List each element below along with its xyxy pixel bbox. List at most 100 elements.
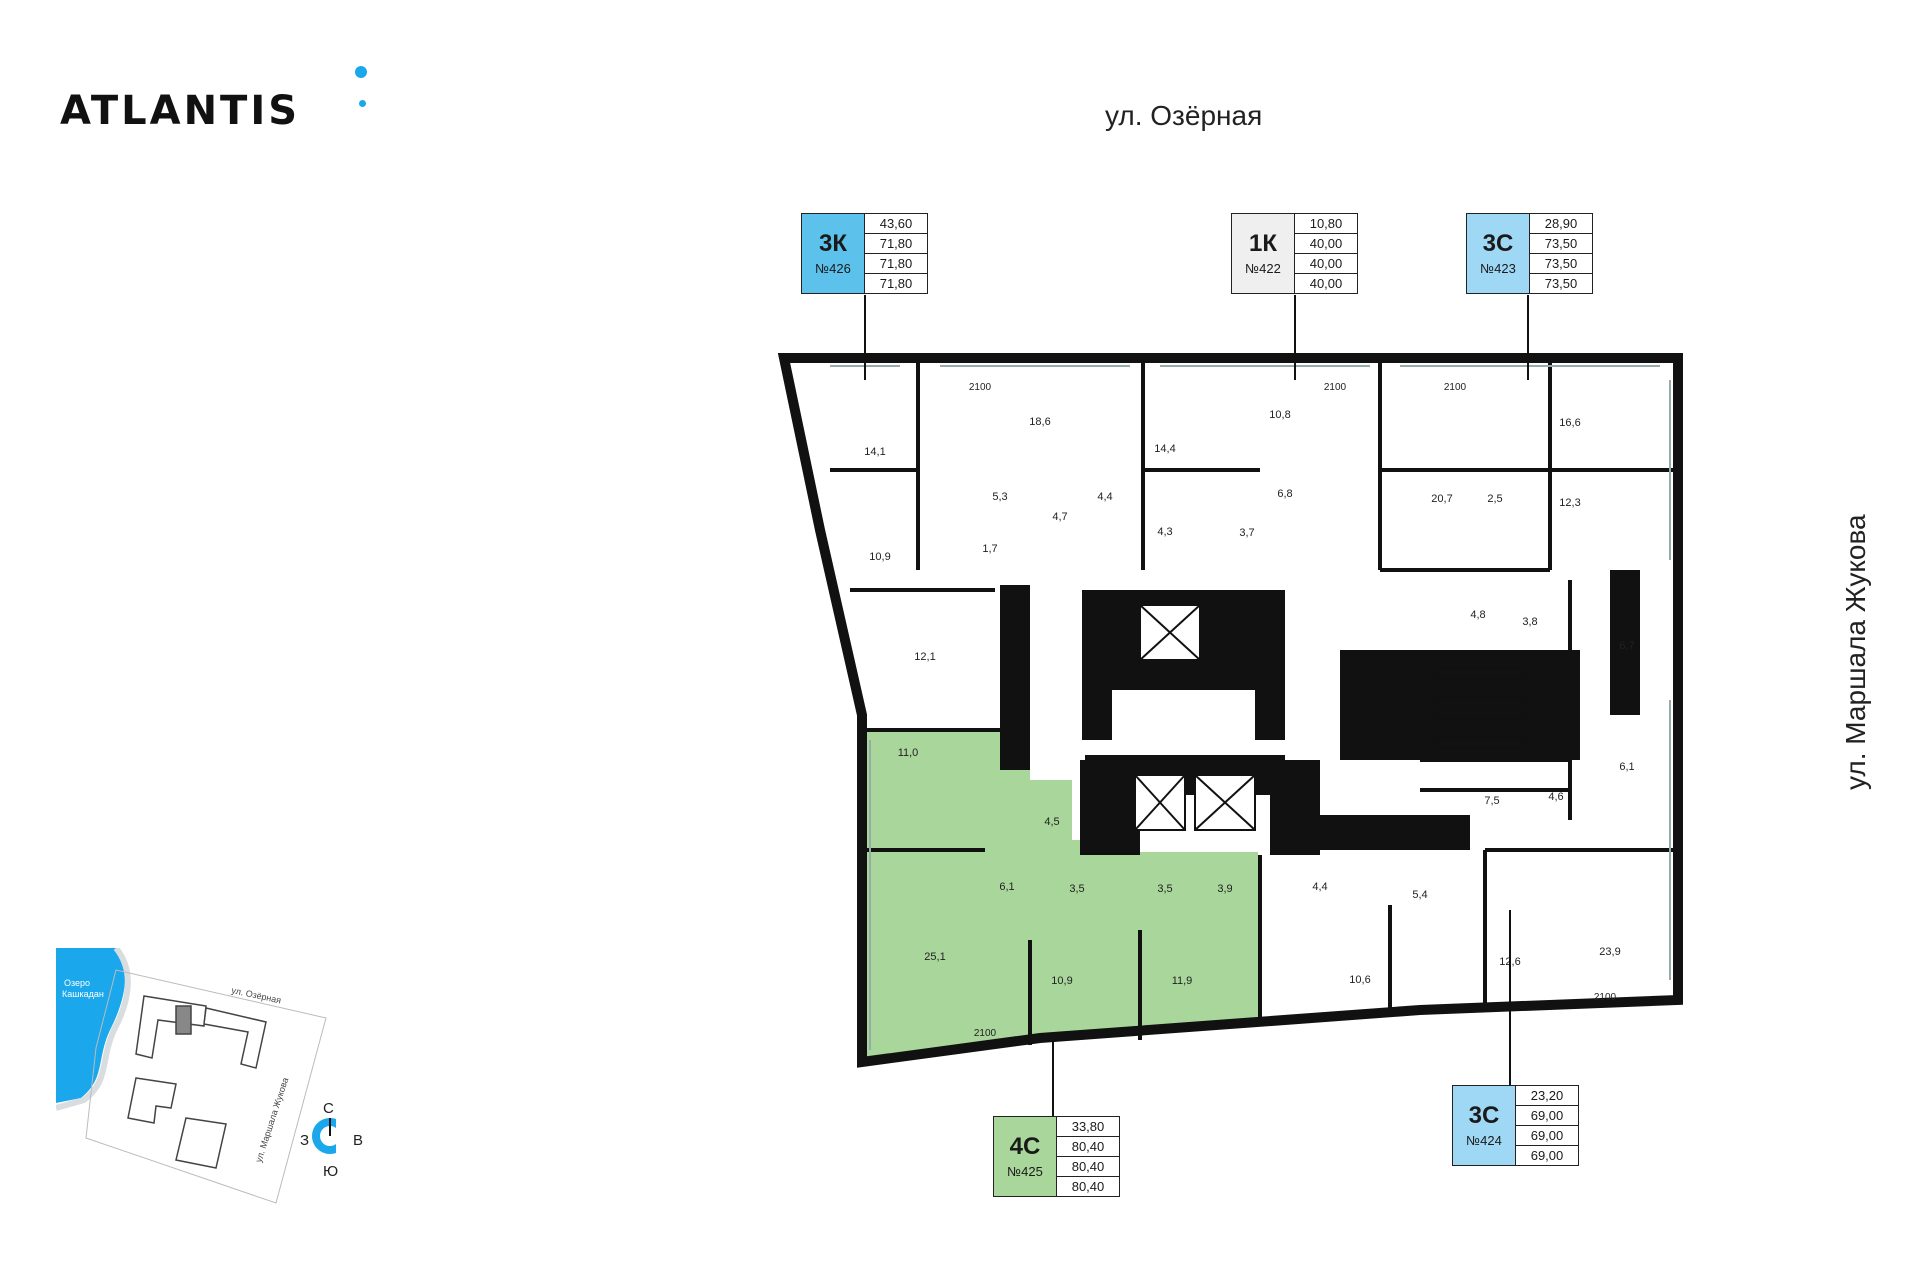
- room-area-labels: 14,1 18,6 5,3 4,7 4,4 10,9 1,7 12,1 14,4…: [864, 409, 1634, 987]
- elevators: [1134, 604, 1256, 831]
- area-value: 73,50: [1544, 276, 1578, 291]
- room-area: 10,9: [1051, 975, 1072, 987]
- room-area: 3,5: [1157, 883, 1172, 895]
- room-area: 4,4: [1312, 881, 1327, 893]
- lake-label-line: Озеро: [64, 978, 90, 988]
- room-area: 3,8: [1522, 616, 1537, 628]
- area-value: 33,80: [1057, 1117, 1119, 1137]
- ceiling-mark: 2100: [969, 382, 992, 393]
- apartment-type: 3С: [1482, 230, 1514, 257]
- area-value: 40,00: [1295, 254, 1357, 274]
- area-value: 43,60: [865, 214, 927, 234]
- room-area: 2,5: [1487, 493, 1502, 505]
- area-value: 80,40: [1071, 1179, 1105, 1194]
- apartment-areas: 23,20 69,00 69,00 69,00: [1516, 1086, 1578, 1165]
- site-buildings: [127, 995, 267, 1169]
- compass-north: С: [323, 1100, 334, 1117]
- tag-leader-lines: [864, 295, 1529, 1118]
- area-value: 10,80: [1295, 214, 1357, 234]
- room-area: 20,7: [1431, 493, 1452, 505]
- room-area: 5,4: [1412, 889, 1427, 901]
- apartment-number: №425: [1007, 1164, 1043, 1179]
- room-area: 4,8: [1470, 609, 1485, 621]
- compass-ring: [312, 1118, 336, 1154]
- area-value: 28,90: [1530, 214, 1592, 234]
- apartment-areas: 10,80 40,00 40,00 40,00: [1295, 214, 1357, 293]
- room-area: 14,1: [864, 446, 885, 458]
- site-boundary: [85, 969, 327, 1204]
- area-value: 69,00: [1516, 1126, 1578, 1146]
- apartment-code: 3К №426: [802, 214, 865, 293]
- site-minimap: Озеро Кашкадан ул. Озёрная ул. Маршала Ж…: [56, 948, 336, 1204]
- room-area: 6,1: [1619, 761, 1634, 773]
- apartment-code: 3С №423: [1467, 214, 1530, 293]
- area-value: 71,80: [879, 276, 913, 291]
- apartment-tag-423[interactable]: 3С №423 28,90 73,50 73,50 73,50: [1466, 213, 1593, 294]
- room-area: 11,9: [1172, 975, 1193, 987]
- area-value: 23,20: [1516, 1086, 1578, 1106]
- apartment-number: №424: [1466, 1133, 1502, 1148]
- minimap-lake-label: Озеро Кашкадан: [62, 978, 104, 999]
- room-area: 3,9: [1217, 883, 1232, 895]
- room-area: 6,1: [999, 881, 1014, 893]
- room-area: 18,6: [1029, 416, 1050, 428]
- area-value: 40,00: [1309, 276, 1343, 291]
- area-value: 71,80: [865, 234, 927, 254]
- apartment-areas: 43,60 71,80 71,80 71,80: [865, 214, 927, 293]
- room-area: 12,3: [1559, 497, 1580, 509]
- room-area: 6,8: [1277, 488, 1292, 500]
- area-value: 73,50: [1530, 254, 1592, 274]
- area-value: 40,00: [1295, 234, 1357, 254]
- ceiling-mark: 2100: [974, 1028, 997, 1039]
- room-area: 10,8: [1269, 409, 1290, 421]
- apartment-type: 3К: [819, 230, 847, 257]
- building-outline: [777, 353, 1683, 1068]
- room-area: 4,6: [1548, 791, 1563, 803]
- room-area: 5,3: [992, 491, 1007, 503]
- room-area: 1,7: [982, 543, 997, 555]
- apartment-tag-424[interactable]: 3С №424 23,20 69,00 69,00 69,00: [1452, 1085, 1579, 1166]
- ceiling-mark: 2100: [1444, 382, 1467, 393]
- apartment-type: 3С: [1468, 1102, 1500, 1129]
- brand-logo: ATLANTIS: [60, 88, 301, 134]
- ceiling-mark: 2100: [1594, 992, 1617, 1003]
- room-area: 3,7: [1239, 527, 1254, 539]
- apartment-tag-425[interactable]: 4С №425 33,80 80,40 80,40 80,40: [993, 1116, 1120, 1197]
- area-value: 69,00: [1516, 1106, 1578, 1126]
- interior-walls: [830, 360, 1678, 1045]
- room-area: 4,5: [1044, 816, 1059, 828]
- area-value: 73,50: [1530, 234, 1592, 254]
- apartment-tag-426[interactable]: 3К №426 43,60 71,80 71,80 71,80: [801, 213, 928, 294]
- room-area: 6,7: [1619, 640, 1634, 652]
- apartment-number: №422: [1245, 261, 1281, 276]
- room-area: 11,0: [898, 747, 919, 759]
- apartment-tag-422[interactable]: 1К №422 10,80 40,00 40,00 40,00: [1231, 213, 1358, 294]
- staircase: [1434, 667, 1526, 749]
- room-area: 25,1: [924, 951, 945, 963]
- area-value: 80,40: [1057, 1157, 1119, 1177]
- apartment-areas: 28,90 73,50 73,50 73,50: [1530, 214, 1592, 293]
- lake-shore: [56, 948, 131, 1111]
- minimap-street-side: ул. Маршала Жукова: [253, 1076, 290, 1163]
- lake-shape: [56, 948, 126, 1103]
- area-value: 69,00: [1530, 1148, 1564, 1163]
- room-area: 4,7: [1052, 511, 1067, 523]
- compass-west: З: [300, 1132, 310, 1149]
- room-area: 23,9: [1599, 946, 1620, 958]
- apartment-425-fill[interactable]: [862, 728, 1258, 1060]
- logo-dot-large: [355, 66, 367, 78]
- apartment-code: 3С №424: [1453, 1086, 1516, 1165]
- lake-label-line: Кашкадан: [62, 989, 104, 999]
- windows: [830, 365, 1671, 1050]
- compass-south: Ю: [323, 1163, 339, 1180]
- room-area: 14,4: [1154, 443, 1175, 455]
- room-area: 12,1: [914, 651, 935, 663]
- room-area: 10,9: [869, 551, 890, 563]
- ceiling-mark: 2100: [1324, 382, 1347, 393]
- apartment-type: 4С: [1009, 1133, 1041, 1160]
- area-value: 71,80: [865, 254, 927, 274]
- room-area: 4,4: [1097, 491, 1112, 503]
- room-area: 7,5: [1484, 795, 1499, 807]
- street-top-label: ул. Озёрная: [1105, 100, 1263, 131]
- ceiling-marks: 2100 2100 2100 2100 2100: [969, 382, 1617, 1039]
